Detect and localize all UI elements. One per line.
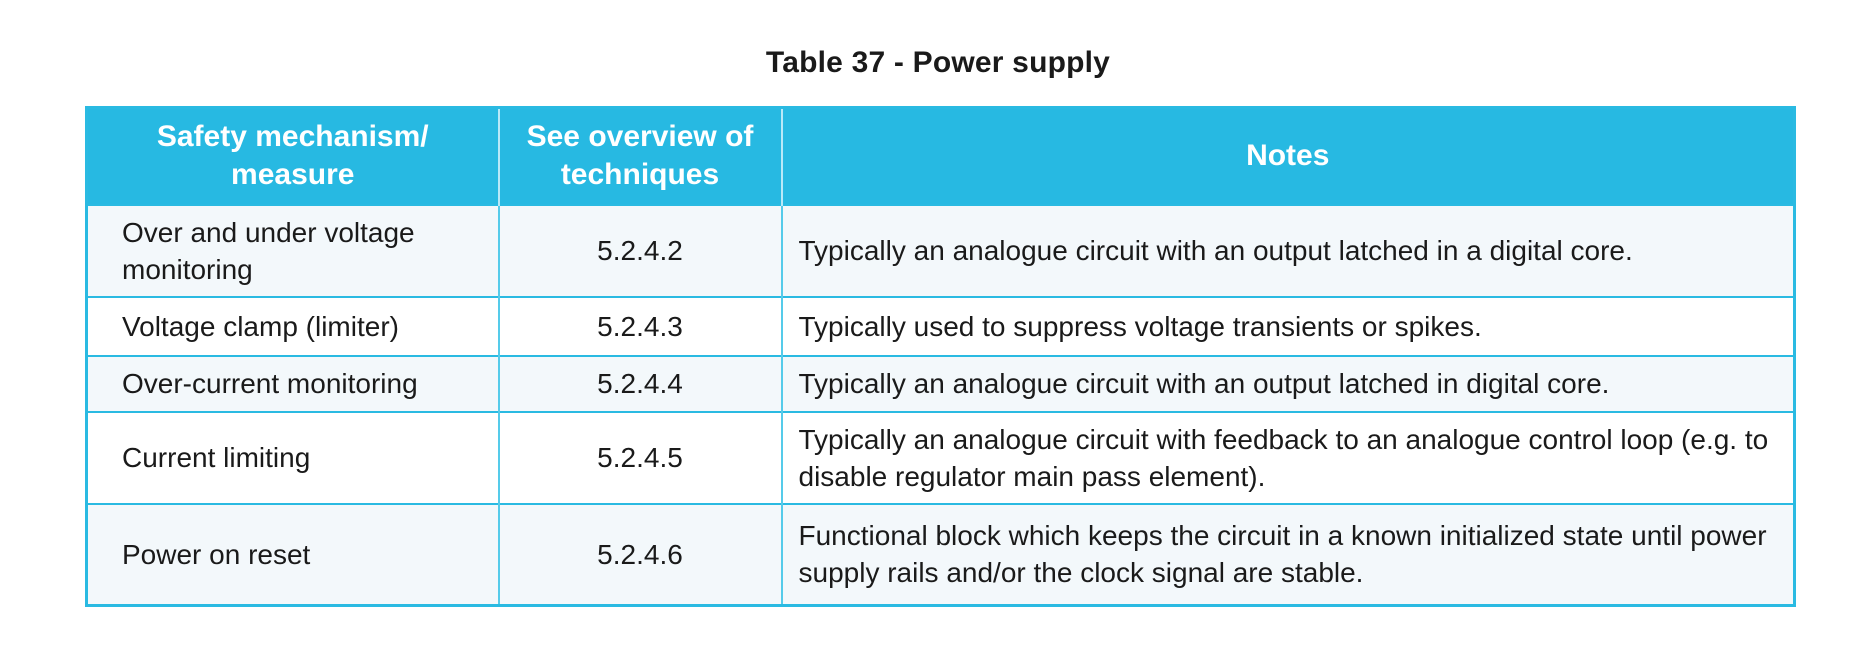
table-caption: Table 37 - Power supply — [765, 46, 1111, 79]
col-header-notes: Notes — [780, 107, 1795, 205]
col-header-safety-mechanism: Safety mechanism/ measure — [86, 107, 499, 205]
table-header: Safety mechanism/ measure See overview o… — [86, 107, 1795, 205]
header-row: Safety mechanism/ measure See overview o… — [86, 107, 1795, 205]
power-supply-table: Safety mechanism/ measure See overview o… — [85, 106, 1796, 607]
cell-notes: Typically an analogue circuit with feedb… — [780, 410, 1795, 504]
cell-safety-mechanism: Power on reset — [86, 502, 499, 606]
cell-technique-ref: 5.2.4.5 — [497, 410, 782, 504]
cell-notes: Typically used to suppress voltage trans… — [780, 295, 1795, 356]
cell-technique-ref: 5.2.4.2 — [497, 203, 782, 297]
cell-notes: Typically an analogue circuit with an ou… — [780, 354, 1795, 412]
cell-safety-mechanism: Current limiting — [86, 410, 499, 504]
cell-technique-ref: 5.2.4.3 — [497, 295, 782, 356]
cell-notes: Functional block which keeps the circuit… — [780, 502, 1795, 606]
cell-safety-mechanism: Over-current monitoring — [86, 354, 499, 412]
cell-safety-mechanism: Voltage clamp (limiter) — [86, 295, 499, 356]
cell-technique-ref: 5.2.4.4 — [497, 354, 782, 412]
cell-safety-mechanism: Over and under voltage monitoring — [86, 203, 499, 297]
cell-notes: Typically an analogue circuit with an ou… — [780, 203, 1795, 297]
cell-technique-ref: 5.2.4.6 — [497, 502, 782, 606]
col-header-see-overview: See overview of techniques — [497, 107, 782, 205]
